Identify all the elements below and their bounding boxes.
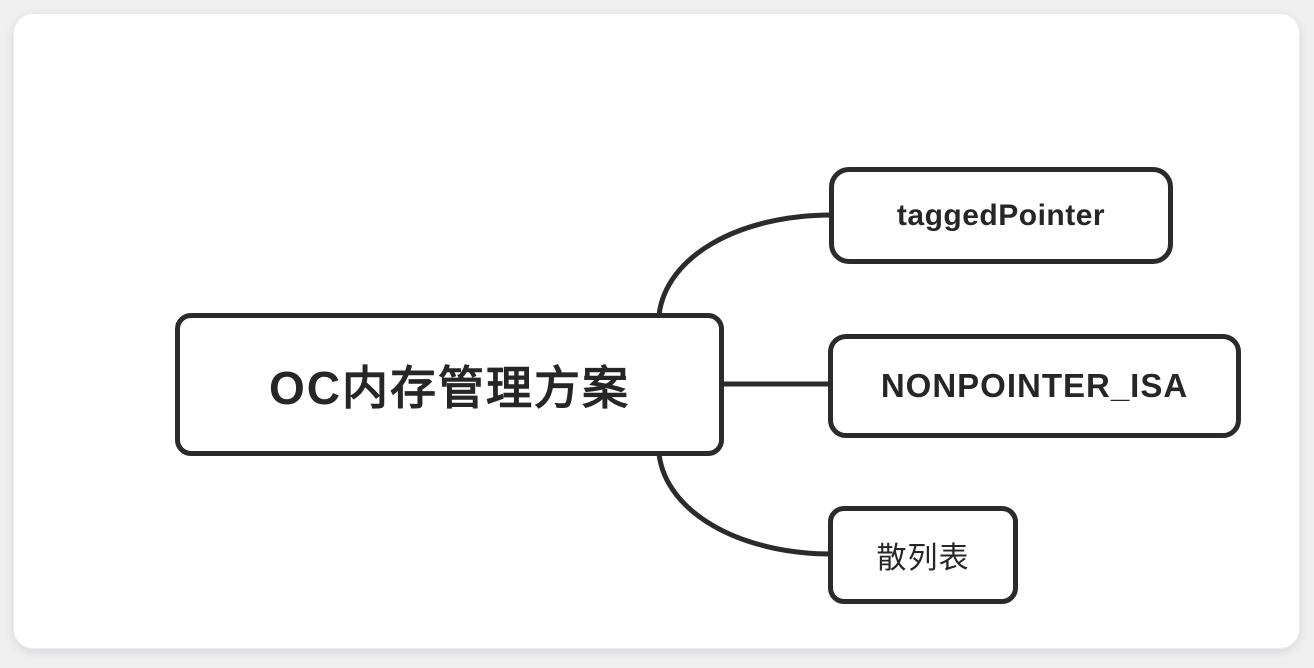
child-node-tagged-pointer-label: taggedPointer: [896, 198, 1106, 232]
child-node-tagged-pointer[interactable]: taggedPointer: [829, 167, 1173, 264]
root-node-oc-memory-management[interactable]: OC内存管理方案: [175, 313, 724, 456]
mindmap-canvas: OC内存管理方案 taggedPointer NONPOINTER_ISA 散列…: [13, 13, 1300, 649]
child-node-hash-table-label: 散列表: [876, 542, 970, 575]
edge-root-to-taggedpointer: [656, 212, 835, 318]
edge-root-to-hash-table: [656, 451, 835, 557]
root-node-label: OC内存管理方案: [269, 361, 630, 414]
child-node-hash-table[interactable]: 散列表: [828, 506, 1018, 604]
child-node-nonpointer-isa-label: NONPOINTER_ISA: [880, 367, 1189, 404]
child-node-nonpointer-isa[interactable]: NONPOINTER_ISA: [828, 334, 1241, 438]
